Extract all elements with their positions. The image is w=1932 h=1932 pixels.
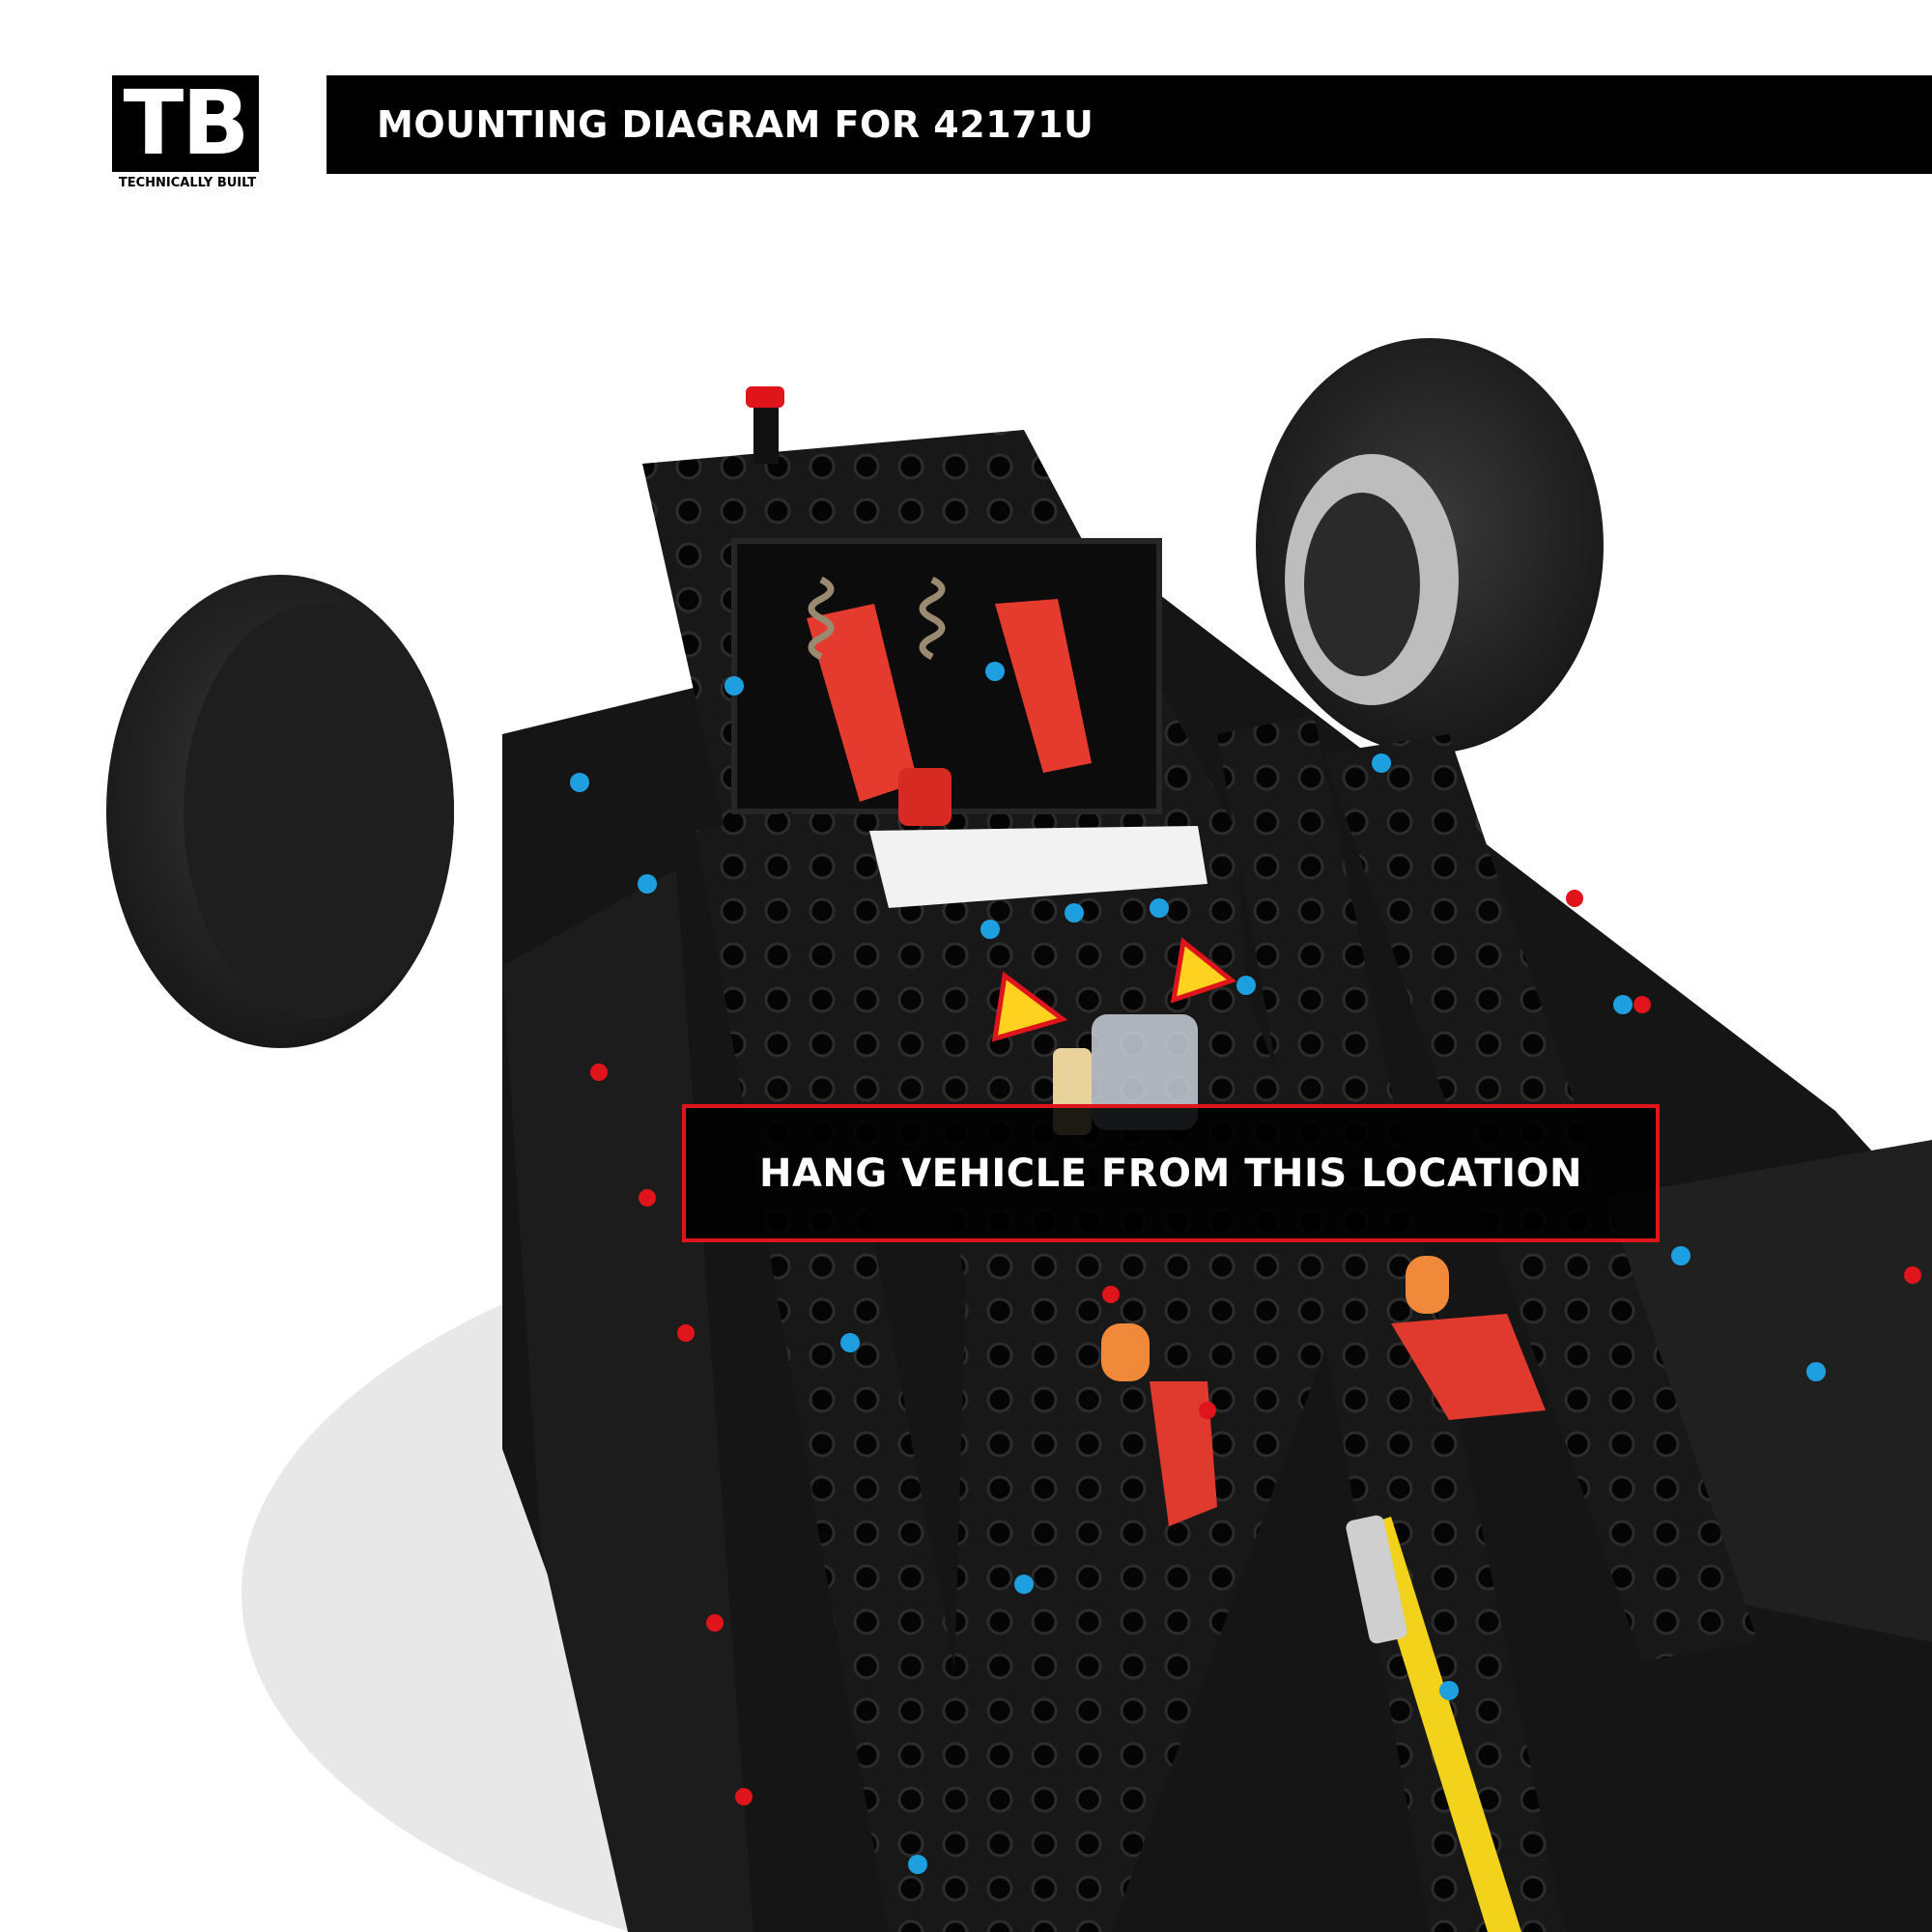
header-bar: MOUNTING DIAGRAM FOR 42171U bbox=[327, 75, 1932, 174]
front-left-tire bbox=[106, 575, 454, 1048]
callout-text: HANG VEHICLE FROM THIS LOCATION bbox=[758, 1151, 1583, 1196]
arrow-right bbox=[1170, 937, 1237, 1004]
hang-location-callout: HANG VEHICLE FROM THIS LOCATION bbox=[682, 1104, 1660, 1242]
logo-mark: TB bbox=[112, 75, 259, 172]
page-title: MOUNTING DIAGRAM FOR 42171U bbox=[377, 103, 1094, 146]
front-right-tire bbox=[1256, 338, 1604, 753]
logo: TB TECHNICALLY BUILT bbox=[93, 75, 282, 190]
logo-subtitle: TECHNICALLY BUILT bbox=[118, 176, 257, 190]
arrow-left bbox=[991, 971, 1068, 1042]
logo-letters: TB bbox=[123, 71, 250, 175]
